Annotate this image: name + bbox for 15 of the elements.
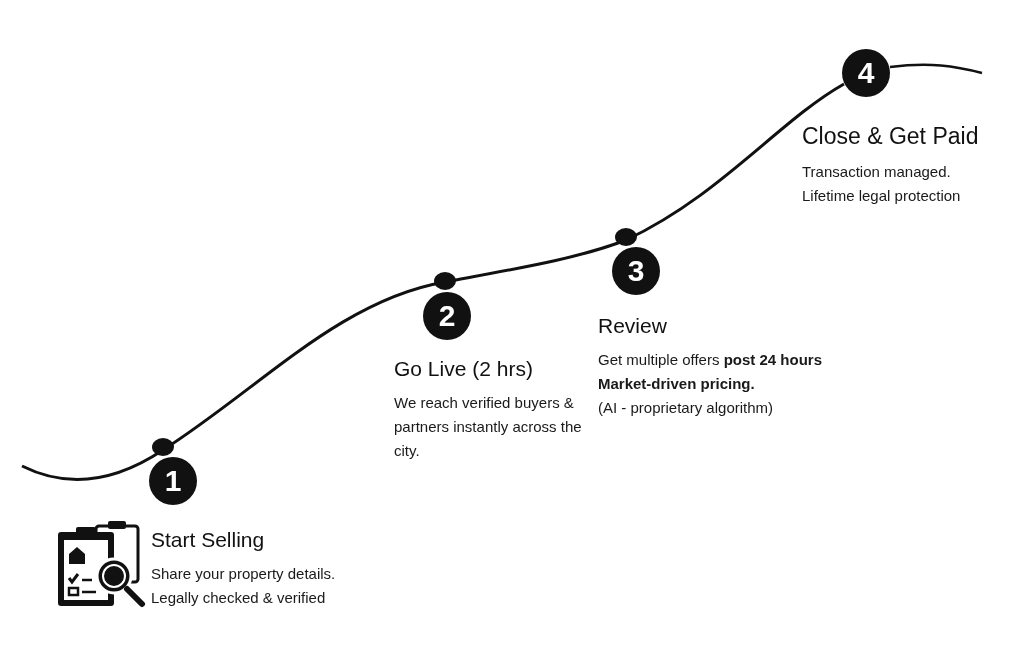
step-heading: Close & Get Paid xyxy=(802,123,980,150)
step-description: Transaction managed. xyxy=(802,162,952,182)
step-number-circle: 4 xyxy=(842,49,890,97)
step-description: Share your property details. xyxy=(151,564,337,584)
step-heading: Go Live (2 hrs) xyxy=(394,357,534,381)
step-description: (AI - proprietary algorithm) xyxy=(598,398,775,418)
step-number-circle: 3 xyxy=(612,247,660,295)
step-description: We reach verified buyers & partners instantly across the city. xyxy=(394,393,583,461)
step-number-circle: 2 xyxy=(423,292,471,340)
step-description: Get multiple offers post 24 hours Market-driven pricing. xyxy=(598,350,823,394)
step-heading: Start Selling xyxy=(151,528,266,552)
step-description: Lifetime legal protection xyxy=(802,186,962,206)
step-description: Legally checked & verified xyxy=(151,588,327,608)
step-number-circle: 1 xyxy=(149,457,197,505)
step-heading: Review xyxy=(598,314,668,338)
